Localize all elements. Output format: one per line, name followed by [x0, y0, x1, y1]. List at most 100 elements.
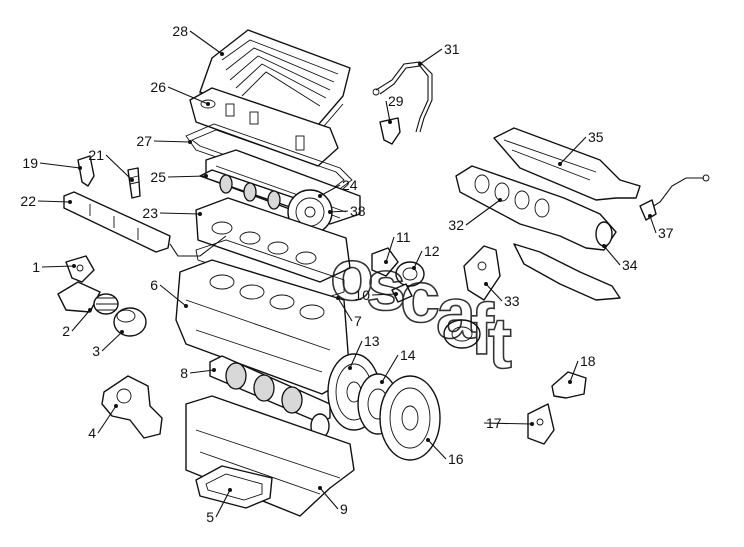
callout-label-5: 5: [206, 509, 214, 525]
callout-leader-11: [385, 236, 395, 263]
callout-label-25: 25: [150, 169, 166, 185]
callout-label-17: 17: [486, 415, 502, 431]
callout-dot-3: [120, 330, 124, 334]
water-pump: [101, 375, 163, 439]
breather-valve: [379, 117, 401, 145]
manifold-bracket: [463, 245, 501, 301]
callout-dot-35: [558, 162, 562, 166]
callout-leader-29: [385, 100, 391, 123]
svg-text:s: s: [366, 246, 406, 326]
callout-dot-26: [206, 102, 210, 106]
svg-text:a: a: [436, 274, 477, 354]
callout-dot-24: [318, 194, 322, 198]
callout-label-6: 6: [150, 277, 158, 293]
callout-dot-37: [648, 214, 652, 218]
callout-leader-9: [319, 487, 339, 510]
callout-leader-35: [559, 136, 587, 165]
callout-leader-22: [37, 200, 71, 203]
callout-label-23: 23: [142, 205, 158, 221]
callout-dot-10: [394, 292, 398, 296]
lower-heat-shield: [513, 243, 621, 301]
cam-cover-gasket: [185, 123, 353, 197]
callout-leader-21: [105, 154, 133, 181]
mount-bracket: [551, 371, 587, 399]
callout-leader-33: [485, 283, 503, 302]
callout-leader-4: [97, 405, 117, 434]
callout-label-27: 27: [136, 133, 152, 149]
exhaust-manifold: [455, 165, 617, 251]
callout-leader-3: [101, 331, 123, 352]
callout-label-38: 38: [350, 203, 366, 219]
callout-dot-22: [68, 200, 72, 204]
callout-label-18: 18: [580, 353, 596, 369]
callout-leader-10: [371, 293, 397, 296]
temperature-sensor: [77, 155, 95, 187]
callout-dot-38: [328, 210, 332, 214]
callout-dot-11: [384, 260, 388, 264]
head-gasket: [195, 239, 345, 301]
callout-leader-32: [465, 199, 501, 226]
svg-text:o: o: [330, 236, 374, 316]
callout-leader-25: [167, 175, 207, 178]
callout-dot-29: [388, 120, 392, 124]
callout-dot-14: [380, 380, 384, 384]
callout-label-1: 1: [32, 259, 40, 275]
sump-pan: [195, 465, 273, 509]
callout-leader-27: [153, 140, 191, 143]
thermostat-housing: [371, 247, 425, 303]
callout-dot-4: [114, 404, 118, 408]
callout-leader-8: [189, 369, 215, 374]
callout-dot-1: [72, 264, 76, 268]
callout-dot-13: [348, 366, 352, 370]
svg-text:t: t: [488, 304, 512, 384]
callout-dot-25: [204, 174, 208, 178]
callout-label-13: 13: [364, 333, 380, 349]
callout-leader-13: [349, 340, 363, 369]
svg-text:f: f: [470, 290, 495, 370]
callout-leader-17: [483, 422, 533, 425]
callout-label-10: 10: [354, 287, 370, 303]
callout-leader-12: [413, 250, 423, 269]
callout-dot-27: [188, 140, 192, 144]
callout-label-26: 26: [150, 79, 166, 95]
callout-dot-6: [184, 304, 188, 308]
callout-dot-19: [78, 166, 82, 170]
callout-dot-9: [318, 486, 322, 490]
engine-mount: [527, 403, 555, 445]
callout-label-32: 32: [448, 217, 464, 233]
callout-label-29: 29: [388, 93, 404, 109]
callout-leader-38: [329, 210, 349, 213]
callout-label-31: 31: [444, 41, 460, 57]
callout-dot-34: [602, 244, 606, 248]
callout-dot-16: [426, 438, 430, 442]
breather-hose: [372, 61, 433, 133]
callout-leader-31: [419, 48, 443, 65]
callout-label-19: 19: [22, 155, 38, 171]
callout-label-21: 21: [88, 147, 104, 163]
callout-dot-33: [484, 282, 488, 286]
callout-leader-16: [427, 439, 447, 460]
callout-dot-17: [530, 422, 534, 426]
callout-dot-21: [130, 178, 134, 182]
callout-label-14: 14: [400, 347, 416, 363]
svg-text:c: c: [400, 258, 440, 338]
oil-filter: [113, 307, 147, 337]
callout-leader-7: [337, 297, 353, 322]
pump-housing: [57, 281, 119, 315]
pressure-plate: [379, 375, 441, 461]
callout-label-3: 3: [92, 343, 100, 359]
callout-label-33: 33: [504, 293, 520, 309]
spark-plug: [127, 167, 141, 199]
callout-leader-18: [569, 360, 579, 383]
callout-label-28: 28: [172, 23, 188, 39]
engine-block: [175, 259, 351, 395]
callout-label-12: 12: [424, 243, 440, 259]
callout-leader-2: [71, 309, 91, 332]
callout-leader-37: [649, 215, 657, 234]
callout-leader-1: [41, 265, 75, 268]
callout-leader-14: [381, 354, 399, 383]
crankshaft: [209, 355, 331, 439]
callout-dot-32: [498, 198, 502, 202]
